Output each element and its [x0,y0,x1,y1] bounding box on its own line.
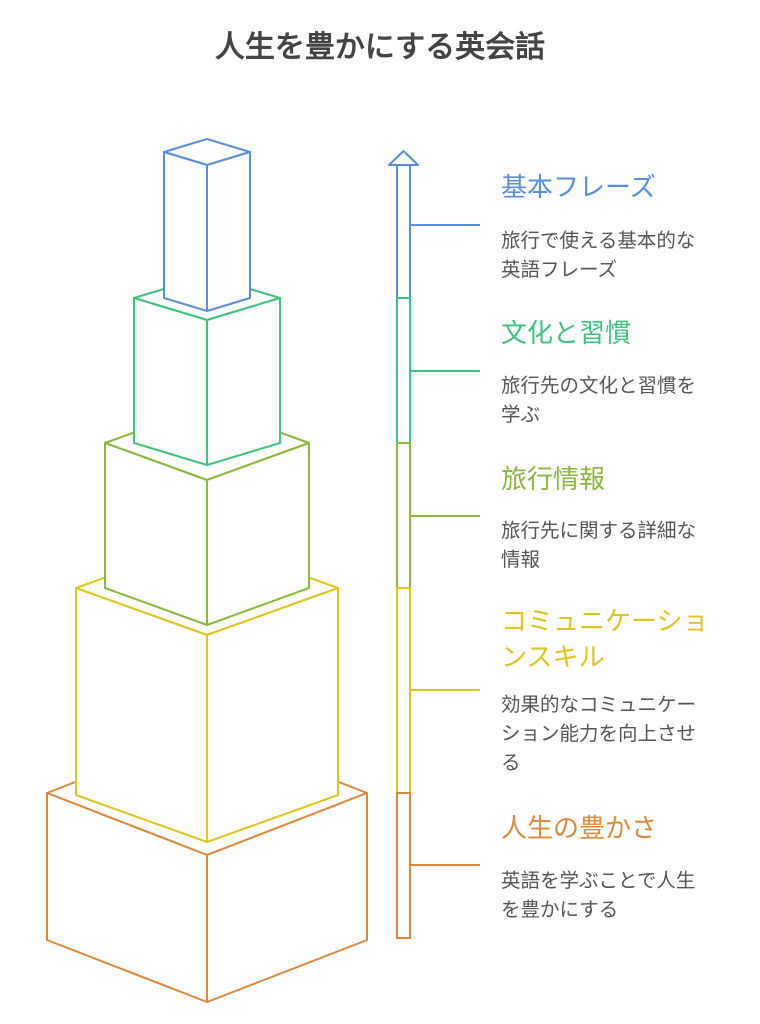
box-right-face-3 [206,442,310,626]
level-description-5: 英語を学ぶことで人生を豊かにする [501,869,696,921]
arrow-head-icon [388,150,419,166]
box-right-face-4 [206,587,339,843]
box-left-face-2 [133,297,208,466]
box-right-face-1 [206,151,251,312]
arrow-segment-3 [396,442,411,589]
arrow-segment-5 [396,792,411,939]
level-description-3: 旅行先に関する詳細な情報 [501,519,697,571]
arrow-segment-4 [396,587,411,794]
diagram-title: 人生を豊かにする英会話 [214,30,546,65]
box-right-face-5 [206,792,368,1003]
level-description-2: 旅行先の文化と習慣を学ぶ [501,374,697,426]
level-title-2: 文化と習慣 [501,319,632,349]
level-title-5: 人生の豊かさ [501,814,658,844]
arrow-segment-1 [396,164,411,299]
level-title-4: コミュニケーションスキル [501,607,709,673]
level-title-1: 基本フレーズ [501,173,656,203]
box-left-face-1 [163,151,208,312]
arrow-segment-2 [396,297,411,444]
level-description-4: 効果的なコミュニケーション能力を向上させる [501,693,697,774]
level-description-1: 旅行で使える基本的な英語フレーズ [501,229,696,281]
box-right-face-2 [206,297,281,466]
level-title-3: 旅行情報 [501,465,606,495]
